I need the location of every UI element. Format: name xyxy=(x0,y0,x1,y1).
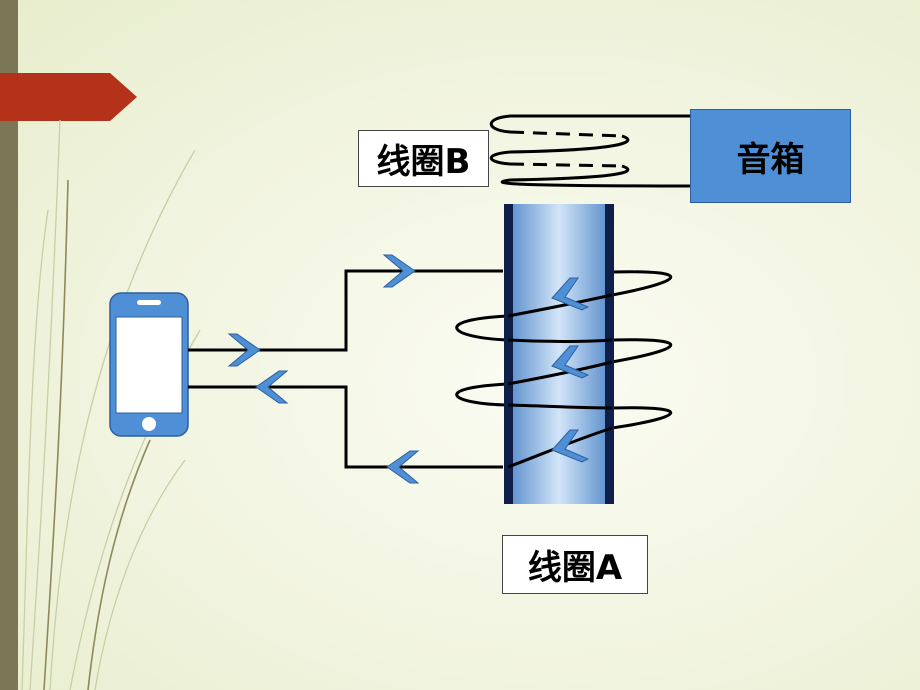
arrow-left-coil-3 xyxy=(551,429,590,463)
speaker-box: 音箱 xyxy=(690,109,851,203)
iron-core xyxy=(504,204,614,504)
arrow-left-coil-1 xyxy=(551,277,590,311)
coil-a-wires xyxy=(188,269,503,469)
coil-a-back-windings xyxy=(455,270,672,430)
coil-a-label: 线圈A xyxy=(502,535,648,594)
title-ribbon xyxy=(0,73,137,121)
arrow-left-bottom-wire xyxy=(386,450,420,484)
coil-b-label: 线圈B xyxy=(358,130,489,187)
current-arrows xyxy=(227,254,590,484)
arrow-left-coil-2 xyxy=(551,345,590,379)
arrow-left-phone-in xyxy=(255,370,289,404)
arrow-right-phone-out xyxy=(227,333,261,367)
smartphone-icon xyxy=(109,292,189,437)
coil-b-windings xyxy=(489,114,691,188)
left-decor-bar xyxy=(0,0,18,690)
decorative-strands-dark xyxy=(43,179,151,690)
arrow-right-top-wire xyxy=(382,254,416,288)
